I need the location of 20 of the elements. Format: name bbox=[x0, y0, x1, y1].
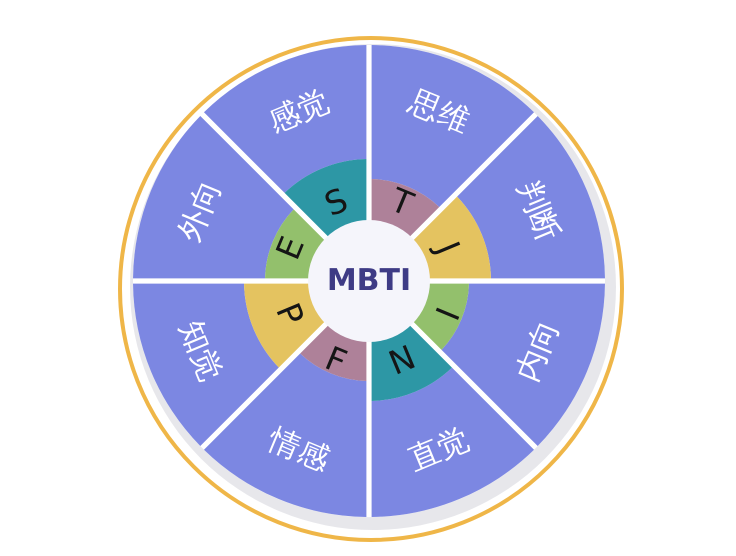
letter-label: N bbox=[384, 340, 420, 380]
center-circle bbox=[308, 220, 430, 342]
sector-label: 判断 bbox=[512, 176, 564, 246]
sector-label: 感觉 bbox=[264, 86, 334, 138]
letter-label: I bbox=[431, 303, 466, 325]
letter-label: J bbox=[431, 237, 466, 259]
sector-label: 知觉 bbox=[174, 316, 226, 386]
ring-segment bbox=[244, 283, 327, 368]
letter-label: P bbox=[270, 298, 309, 330]
sector-label: 外向 bbox=[174, 176, 226, 246]
letter-label: F bbox=[321, 342, 352, 380]
sector-label: 思维 bbox=[404, 86, 474, 138]
letter-label: E bbox=[270, 232, 309, 264]
letter-label: S bbox=[320, 182, 352, 221]
sector-label: 情感 bbox=[264, 424, 334, 476]
letter-label: T bbox=[386, 182, 418, 221]
ring-segment bbox=[371, 323, 452, 401]
sector-label: 内向 bbox=[512, 316, 564, 386]
sector-label: 直觉 bbox=[404, 424, 474, 476]
center-label: MBTI bbox=[326, 266, 412, 296]
